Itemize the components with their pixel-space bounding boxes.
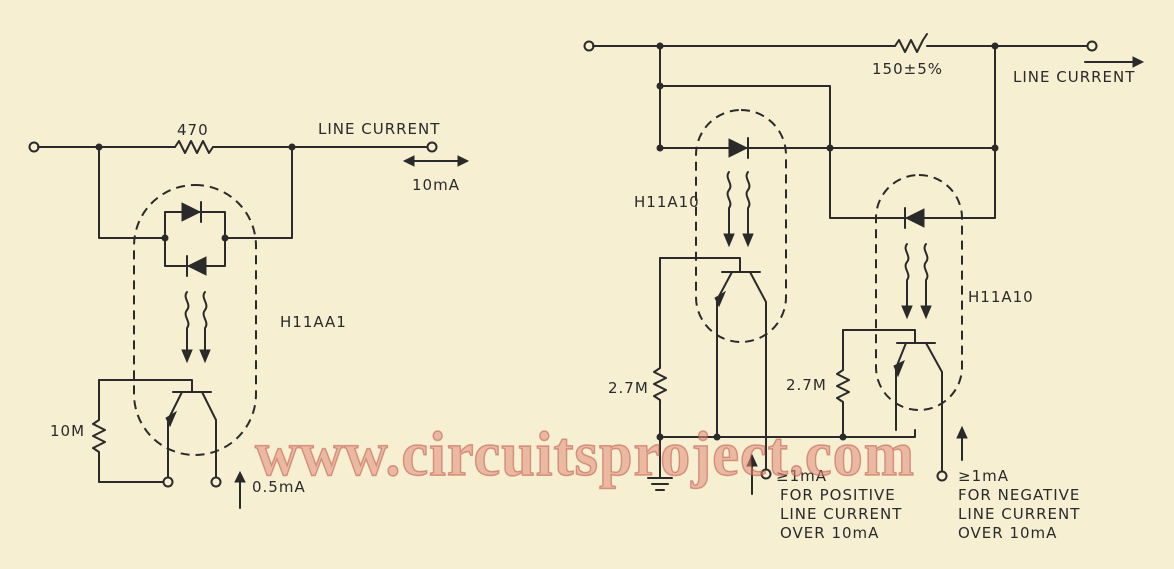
t2-emitter: [895, 342, 907, 431]
svg-text:LINE CURRENT: LINE CURRENT: [958, 505, 1080, 523]
h11aa1-package: [133, 184, 257, 456]
label-2-7m-2: 2.7M: [786, 376, 827, 394]
svg-text:≥1mA: ≥1mA: [776, 467, 827, 485]
label-h11aa1: H11AA1: [280, 313, 347, 331]
transistor-collector: [201, 391, 217, 479]
resistor-2-7m-2: [836, 329, 850, 438]
watermark-text: www.circuitsproject.com: [255, 418, 915, 489]
light-wave-2: [202, 291, 208, 353]
base-wire: [98, 379, 193, 393]
label-2-7m-1: 2.7M: [608, 379, 649, 397]
label-line-current-left: LINE CURRENT: [318, 120, 440, 138]
resistor-470: [174, 140, 214, 154]
light-wave-5: [904, 243, 910, 309]
left-loop-wire: [98, 146, 293, 239]
right-output-terminal: [1086, 40, 1098, 52]
diode1-wire: [659, 45, 996, 149]
positive-output-note: ≥1mA FOR POSITIVE LINE CURRENT OVER 10mA: [776, 467, 902, 542]
left-output-terminal: [426, 141, 438, 153]
t1-base-wire: [659, 257, 741, 273]
label-h11a10-1: H11A10: [634, 193, 700, 211]
light-wave-3: [726, 171, 732, 237]
label-470: 470: [177, 121, 209, 139]
diode-bridge-wire: [164, 211, 226, 267]
light-wave-1: [184, 291, 190, 353]
label-150: 150±5%: [872, 60, 943, 78]
label-h11a10-2: H11A10: [968, 288, 1034, 306]
svg-text:LINE CURRENT: LINE CURRENT: [780, 505, 902, 523]
h11a10-package-1: [695, 109, 787, 343]
label-line-current-right: LINE CURRENT: [1013, 68, 1135, 86]
negative-output-note: ≥1mA FOR NEGATIVE LINE CURRENT OVER 10mA: [958, 467, 1080, 542]
t1-collector: [749, 271, 767, 471]
transistor-emitter: [167, 391, 183, 483]
svg-text:≥1mA: ≥1mA: [958, 467, 1009, 485]
svg-text:FOR POSITIVE: FOR POSITIVE: [780, 486, 896, 504]
svg-text:FOR NEGATIVE: FOR NEGATIVE: [958, 486, 1080, 504]
diode2-wire: [659, 45, 996, 219]
t2-collector: [925, 342, 943, 473]
resistor-2-7m-1: [653, 257, 916, 438]
diode-1: [728, 138, 749, 158]
label-0-5ma: 0.5mA: [252, 478, 306, 496]
diode-bottom: [186, 256, 207, 276]
diode-top: [181, 202, 202, 222]
label-10m: 10M: [50, 422, 85, 440]
svg-text:OVER 10mA: OVER 10mA: [780, 524, 879, 542]
diode-2: [904, 208, 925, 228]
light-wave-4: [745, 171, 751, 237]
left-circuit: [28, 140, 470, 509]
resistor-10m: [92, 379, 164, 483]
right-circuit: [583, 33, 1145, 495]
h11a10-package-2: [875, 174, 963, 411]
t2-base-wire: [842, 329, 916, 344]
resistor-150: [894, 33, 928, 53]
label-10ma: 10mA: [412, 176, 460, 194]
light-wave-6: [923, 243, 929, 309]
svg-text:OVER 10mA: OVER 10mA: [958, 524, 1057, 542]
